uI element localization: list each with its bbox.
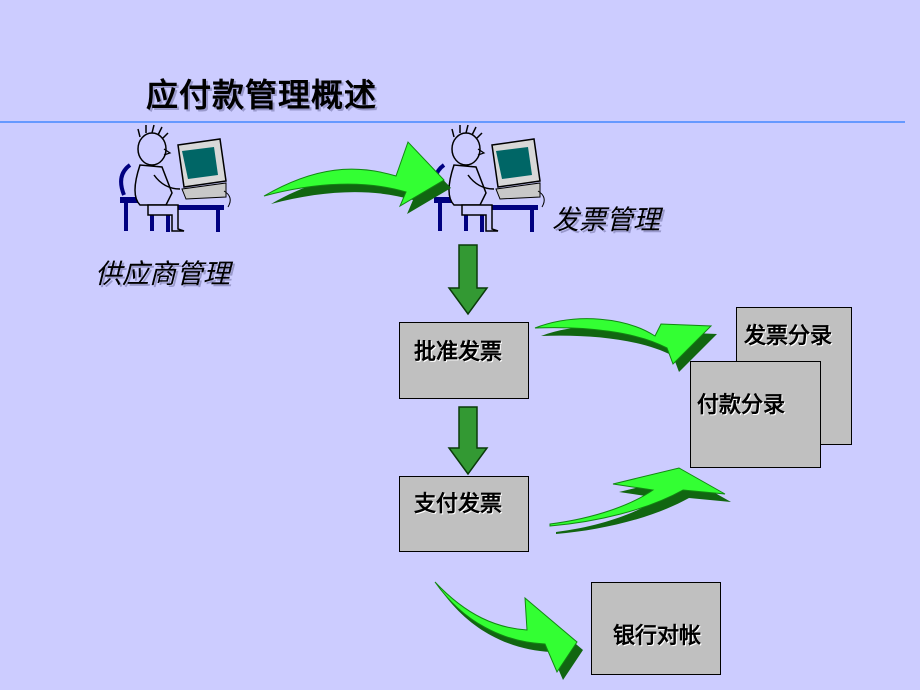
invoice-management-label: 发票管理	[552, 205, 660, 236]
curve-arrow-approve-to-entries	[534, 318, 717, 372]
payment-entry-box	[690, 361, 821, 468]
supplier-management-label: 供应商管理	[95, 259, 230, 290]
approve-invoice-box	[399, 322, 529, 399]
pay-invoice-box	[399, 476, 529, 552]
title-divider	[0, 121, 905, 123]
down-arrow-invoice-to-approve	[447, 244, 489, 316]
payment-entry-label: 付款分录	[697, 393, 786, 418]
curve-arrow-supplier-to-invoice	[263, 141, 451, 214]
invoice-person-icon	[432, 123, 547, 234]
curve-arrow-pay-to-entries	[549, 467, 731, 534]
approve-invoice-label: 批准发票	[414, 340, 503, 365]
invoice-entry-label: 发票分录	[744, 324, 833, 349]
supplier-person-icon	[118, 123, 233, 234]
bank-reconcile-label: 银行对帐	[613, 624, 702, 649]
curve-arrow-pay-to-bank	[434, 581, 583, 680]
page-title: 应付款管理概述	[146, 76, 378, 114]
down-arrow-approve-to-pay	[447, 406, 489, 476]
pay-invoice-label: 支付发票	[414, 492, 503, 517]
bank-reconcile-box	[591, 582, 721, 675]
